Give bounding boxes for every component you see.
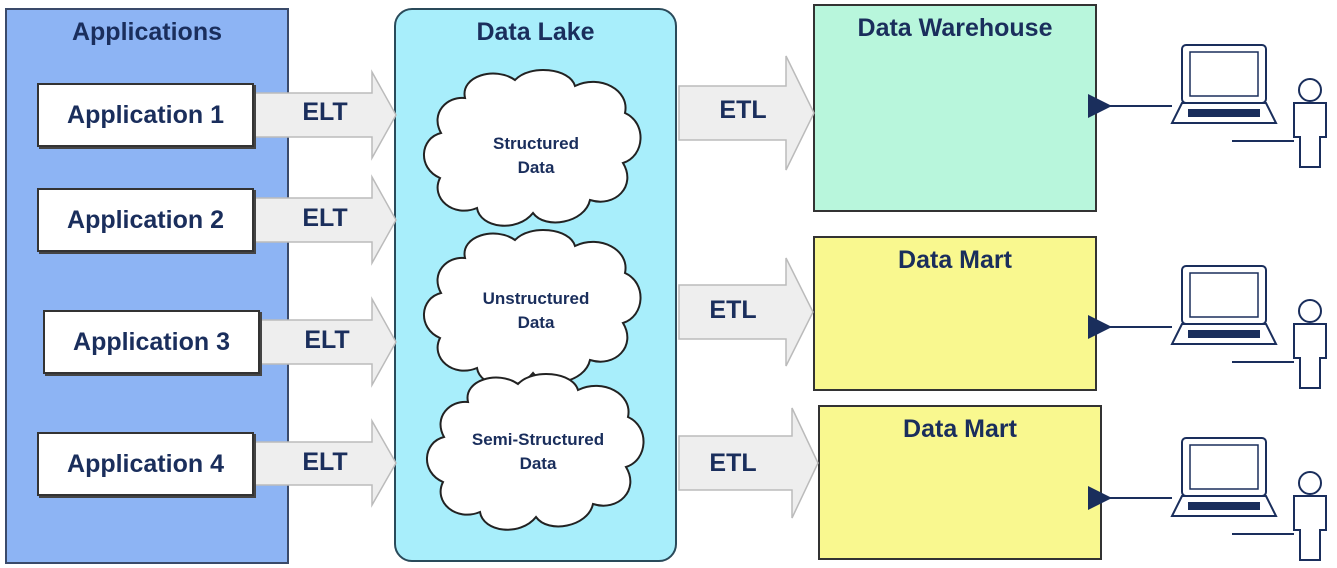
cloud-structured-data <box>423 68 642 227</box>
computer-user-icon <box>1170 44 1327 168</box>
elt-label-1: ELT <box>302 98 348 126</box>
data-mart-title-1: Data Mart <box>898 246 1012 274</box>
data-warehouse-title: Data Warehouse <box>857 14 1053 42</box>
application-2-box: Application 2 <box>37 188 254 252</box>
elt-label-3: ELT <box>304 326 350 354</box>
etl-arrow-3 <box>678 407 819 519</box>
applications-title: Applications <box>71 18 222 46</box>
cloud-structured-line2: Data <box>517 158 555 177</box>
application-1-label: Application 1 <box>67 100 224 129</box>
cloud-unstructured-line1: Unstructured <box>482 289 590 308</box>
cloud-semi-structured-data <box>426 372 645 531</box>
etl-label-3: ETL <box>709 449 757 477</box>
elt-arrow-1 <box>253 69 397 161</box>
etl-label-2: ETL <box>709 296 757 324</box>
computer-user-icon <box>1170 437 1327 561</box>
elt-label-4: ELT <box>302 448 348 476</box>
application-4-label: Application 4 <box>67 449 224 478</box>
application-3-label: Application 3 <box>73 327 230 356</box>
cloud-semi-structured-line2: Data <box>519 454 557 473</box>
cloud-semi-structured-line1: Semi-Structured <box>471 430 605 449</box>
application-1-box: Application 1 <box>37 83 254 147</box>
data-mart-title-2: Data Mart <box>903 415 1017 443</box>
application-3-box: Application 3 <box>43 310 260 374</box>
cloud-unstructured-line2: Data <box>517 313 555 332</box>
data-warehouse-panel: Data Warehouse <box>813 4 1097 212</box>
elt-arrow-2 <box>253 174 397 266</box>
elt-arrow-3 <box>259 296 397 388</box>
etl-label-1: ETL <box>719 96 767 124</box>
data-lake-title: Data Lake <box>476 18 595 46</box>
cloud-semi-structured-label: Semi-Structured Data <box>438 428 638 476</box>
cloud-structured-label: Structured Data <box>436 132 636 180</box>
application-4-box: Application 4 <box>37 432 254 496</box>
cloud-unstructured-label: Unstructured Data <box>436 287 636 335</box>
etl-arrow-1 <box>678 55 815 171</box>
application-2-label: Application 2 <box>67 205 224 234</box>
cloud-unstructured-data <box>423 228 642 387</box>
data-mart-panel-2: Data Mart <box>818 405 1102 560</box>
computer-user-icon <box>1170 265 1327 389</box>
etl-arrow-2 <box>678 257 814 367</box>
cloud-structured-line1: Structured <box>493 134 579 153</box>
data-mart-panel-1: Data Mart <box>813 236 1097 391</box>
elt-label-2: ELT <box>302 204 348 232</box>
elt-arrow-4 <box>253 418 397 508</box>
